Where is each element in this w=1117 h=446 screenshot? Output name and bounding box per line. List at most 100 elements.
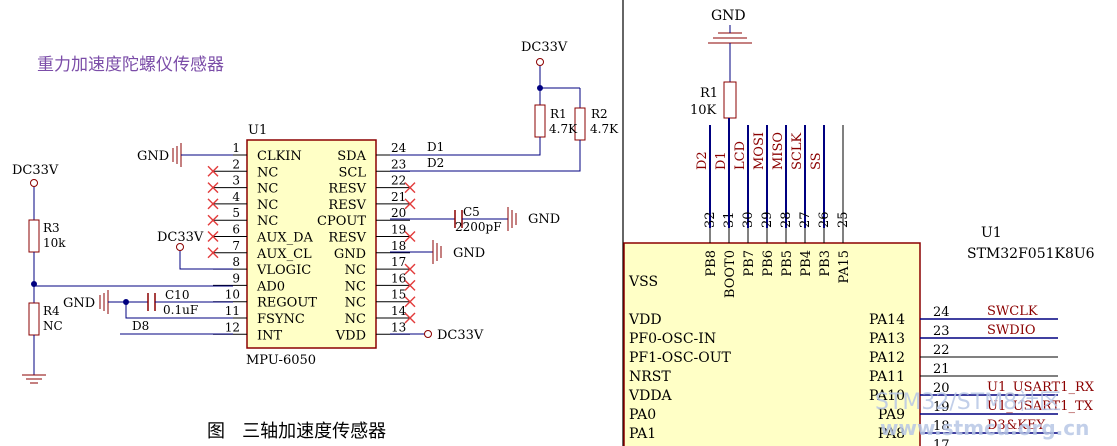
mpu-pin-number: 24	[391, 141, 407, 155]
r4-resistor	[28, 302, 40, 336]
watermark-line-2: www.stmcu.org.cn	[880, 416, 1089, 440]
r4-ref: R4	[43, 304, 60, 318]
dc33v-top-label: DC33V	[521, 40, 568, 55]
stm32-net-label: D2	[695, 151, 710, 170]
mpu-pin-number: 9	[232, 271, 240, 285]
stm32-pin-number: 17	[933, 438, 950, 446]
right-schematic-panel: GND R1 10K U1 STM32F051K8U6 D232PB8D131B…	[623, 8, 1095, 446]
mpu-pin-name: CLKIN	[257, 149, 302, 164]
mpu-pin-name: REGOUT	[257, 296, 317, 311]
dc33v-top-terminal	[536, 58, 544, 66]
sda-wire	[390, 137, 541, 156]
scl-wire	[390, 140, 581, 172]
dc33v-vdd-terminal	[424, 330, 432, 338]
stm32-pin-name: VDD	[628, 312, 662, 328]
r3-ref: R3	[43, 221, 60, 235]
c5-value: 2200pF	[455, 220, 502, 234]
stm32-pin-name: PA8	[878, 426, 905, 442]
mpu-pin-name: VLOGIC	[256, 263, 311, 278]
r2-value: 4.7K	[590, 122, 619, 136]
watermark-line-1: STM32/STM8社区	[875, 390, 1061, 415]
r4-value: NC	[43, 319, 63, 333]
stm32-net-label: D3&KEY	[987, 418, 1045, 433]
stm32-body	[623, 242, 921, 446]
stm32-pin-number: 26	[817, 211, 832, 228]
mpu-pin-number: 18	[391, 239, 406, 253]
stm32-pin-name: PA12	[869, 350, 905, 366]
r1-value: 4.7K	[549, 122, 578, 136]
r1-ref: R1	[700, 86, 718, 101]
stm32-pin-name: PF0-OSC-IN	[629, 331, 716, 347]
mpu-pin-number: 20	[391, 206, 406, 220]
mpu6050-right-pins: 24SDA23SCL22RESV21RESV20CPOUT19RESV18GND…	[317, 141, 416, 343]
stm32-pin-number: 29	[760, 211, 775, 228]
r1-resistor	[534, 104, 546, 138]
mpu6050-left-pins: 1CLKIN2NC3NC4NC5NC6AUX_DA7AUX_CL8VLOGIC9…	[207, 141, 317, 343]
stm32-pin-number: 27	[798, 211, 813, 228]
vlogic-wire	[179, 251, 233, 270]
stm32-net-label: U1_USART1_RX	[987, 380, 1095, 395]
mpu-pin-number: 15	[391, 288, 406, 302]
mpu6050-ref: U1	[248, 123, 267, 138]
stm32-pin-number: 20	[933, 381, 950, 396]
mpu-pin-name: RESV	[328, 198, 366, 213]
stm32-pin-number: 21	[933, 362, 950, 377]
mpu-pin-number: 10	[225, 288, 240, 302]
c5-ref: C5	[463, 205, 480, 219]
stm32-pin-number: 25	[836, 211, 851, 228]
nc-mark	[207, 198, 219, 210]
r1-ref: R1	[550, 107, 567, 121]
mpu-pin-name: INT	[257, 328, 283, 343]
stm32-net-label: MOSI	[752, 132, 767, 170]
stm32-net-label: D1	[714, 151, 729, 170]
r1-value: 10K	[690, 103, 717, 118]
mpu-pin-number: 6	[232, 223, 240, 237]
stm32-pin-name: PA0	[629, 407, 656, 423]
nc-mark	[404, 198, 416, 210]
stm32-net-label: SCLK	[790, 133, 805, 170]
mpu-pin-name: VDD	[335, 328, 366, 343]
stm32-pin-name: VSS	[628, 274, 658, 290]
stm32-pin-name: PF1-OSC-OUT	[629, 350, 732, 366]
nc-mark	[404, 182, 416, 194]
mpu-pin-name: NC	[257, 165, 278, 180]
mpu-pin-name: AUX_CL	[256, 247, 312, 262]
mpu-pin-name: NC	[257, 198, 278, 213]
mpu-pin-number: 21	[391, 190, 406, 204]
stm32-pin-number: 24	[933, 305, 950, 320]
stm32-pin-name: PA10	[869, 388, 905, 404]
stm32-pin-name: NRST	[629, 369, 671, 385]
stm32-pin-name: PA14	[869, 312, 905, 328]
nc-mark	[404, 279, 416, 291]
fsync-gnd-wire	[125, 302, 233, 319]
mpu-pin-number: 17	[391, 255, 406, 269]
mpu-pin-name: AUX_DA	[256, 231, 314, 246]
stm32-net-label: U1_USART1_TX	[987, 399, 1094, 414]
stm32-left-pins: VSSVDDPF0-OSC-INPF1-OSC-OUTNRSTVDDAPA0PA…	[628, 274, 732, 442]
mpu-pin-name: FSYNC	[257, 312, 305, 327]
r3-resistor	[28, 219, 40, 253]
gnd-symbol	[22, 374, 46, 384]
stm32-pin-number: 28	[779, 211, 794, 228]
c10-ref: C10	[165, 288, 189, 302]
nc-mark	[207, 165, 219, 177]
mpu-pin-number: 14	[391, 304, 407, 318]
gnd-symbol	[432, 240, 442, 264]
stm32-pin-number: 30	[741, 211, 756, 228]
stm32-pin-name: PA9	[878, 407, 905, 423]
gnd-pin18-label: GND	[453, 246, 485, 261]
stm32-net-label: LCD	[733, 141, 748, 170]
stm32-pin-name: PB4	[799, 250, 814, 277]
mpu-pin-number: 22	[391, 174, 406, 188]
stm32-pin-name: PB6	[761, 250, 776, 277]
mpu-pin-number: 7	[232, 239, 240, 253]
nc-mark	[404, 263, 416, 275]
nc-mark	[207, 182, 219, 194]
stm32-pin-name: VDDA	[628, 388, 673, 404]
nc-mark	[404, 312, 416, 324]
mpu-pin-number: 23	[391, 157, 406, 171]
gnd-c10-label: GND	[63, 296, 95, 311]
mpu-pin-name: NC	[345, 263, 366, 278]
